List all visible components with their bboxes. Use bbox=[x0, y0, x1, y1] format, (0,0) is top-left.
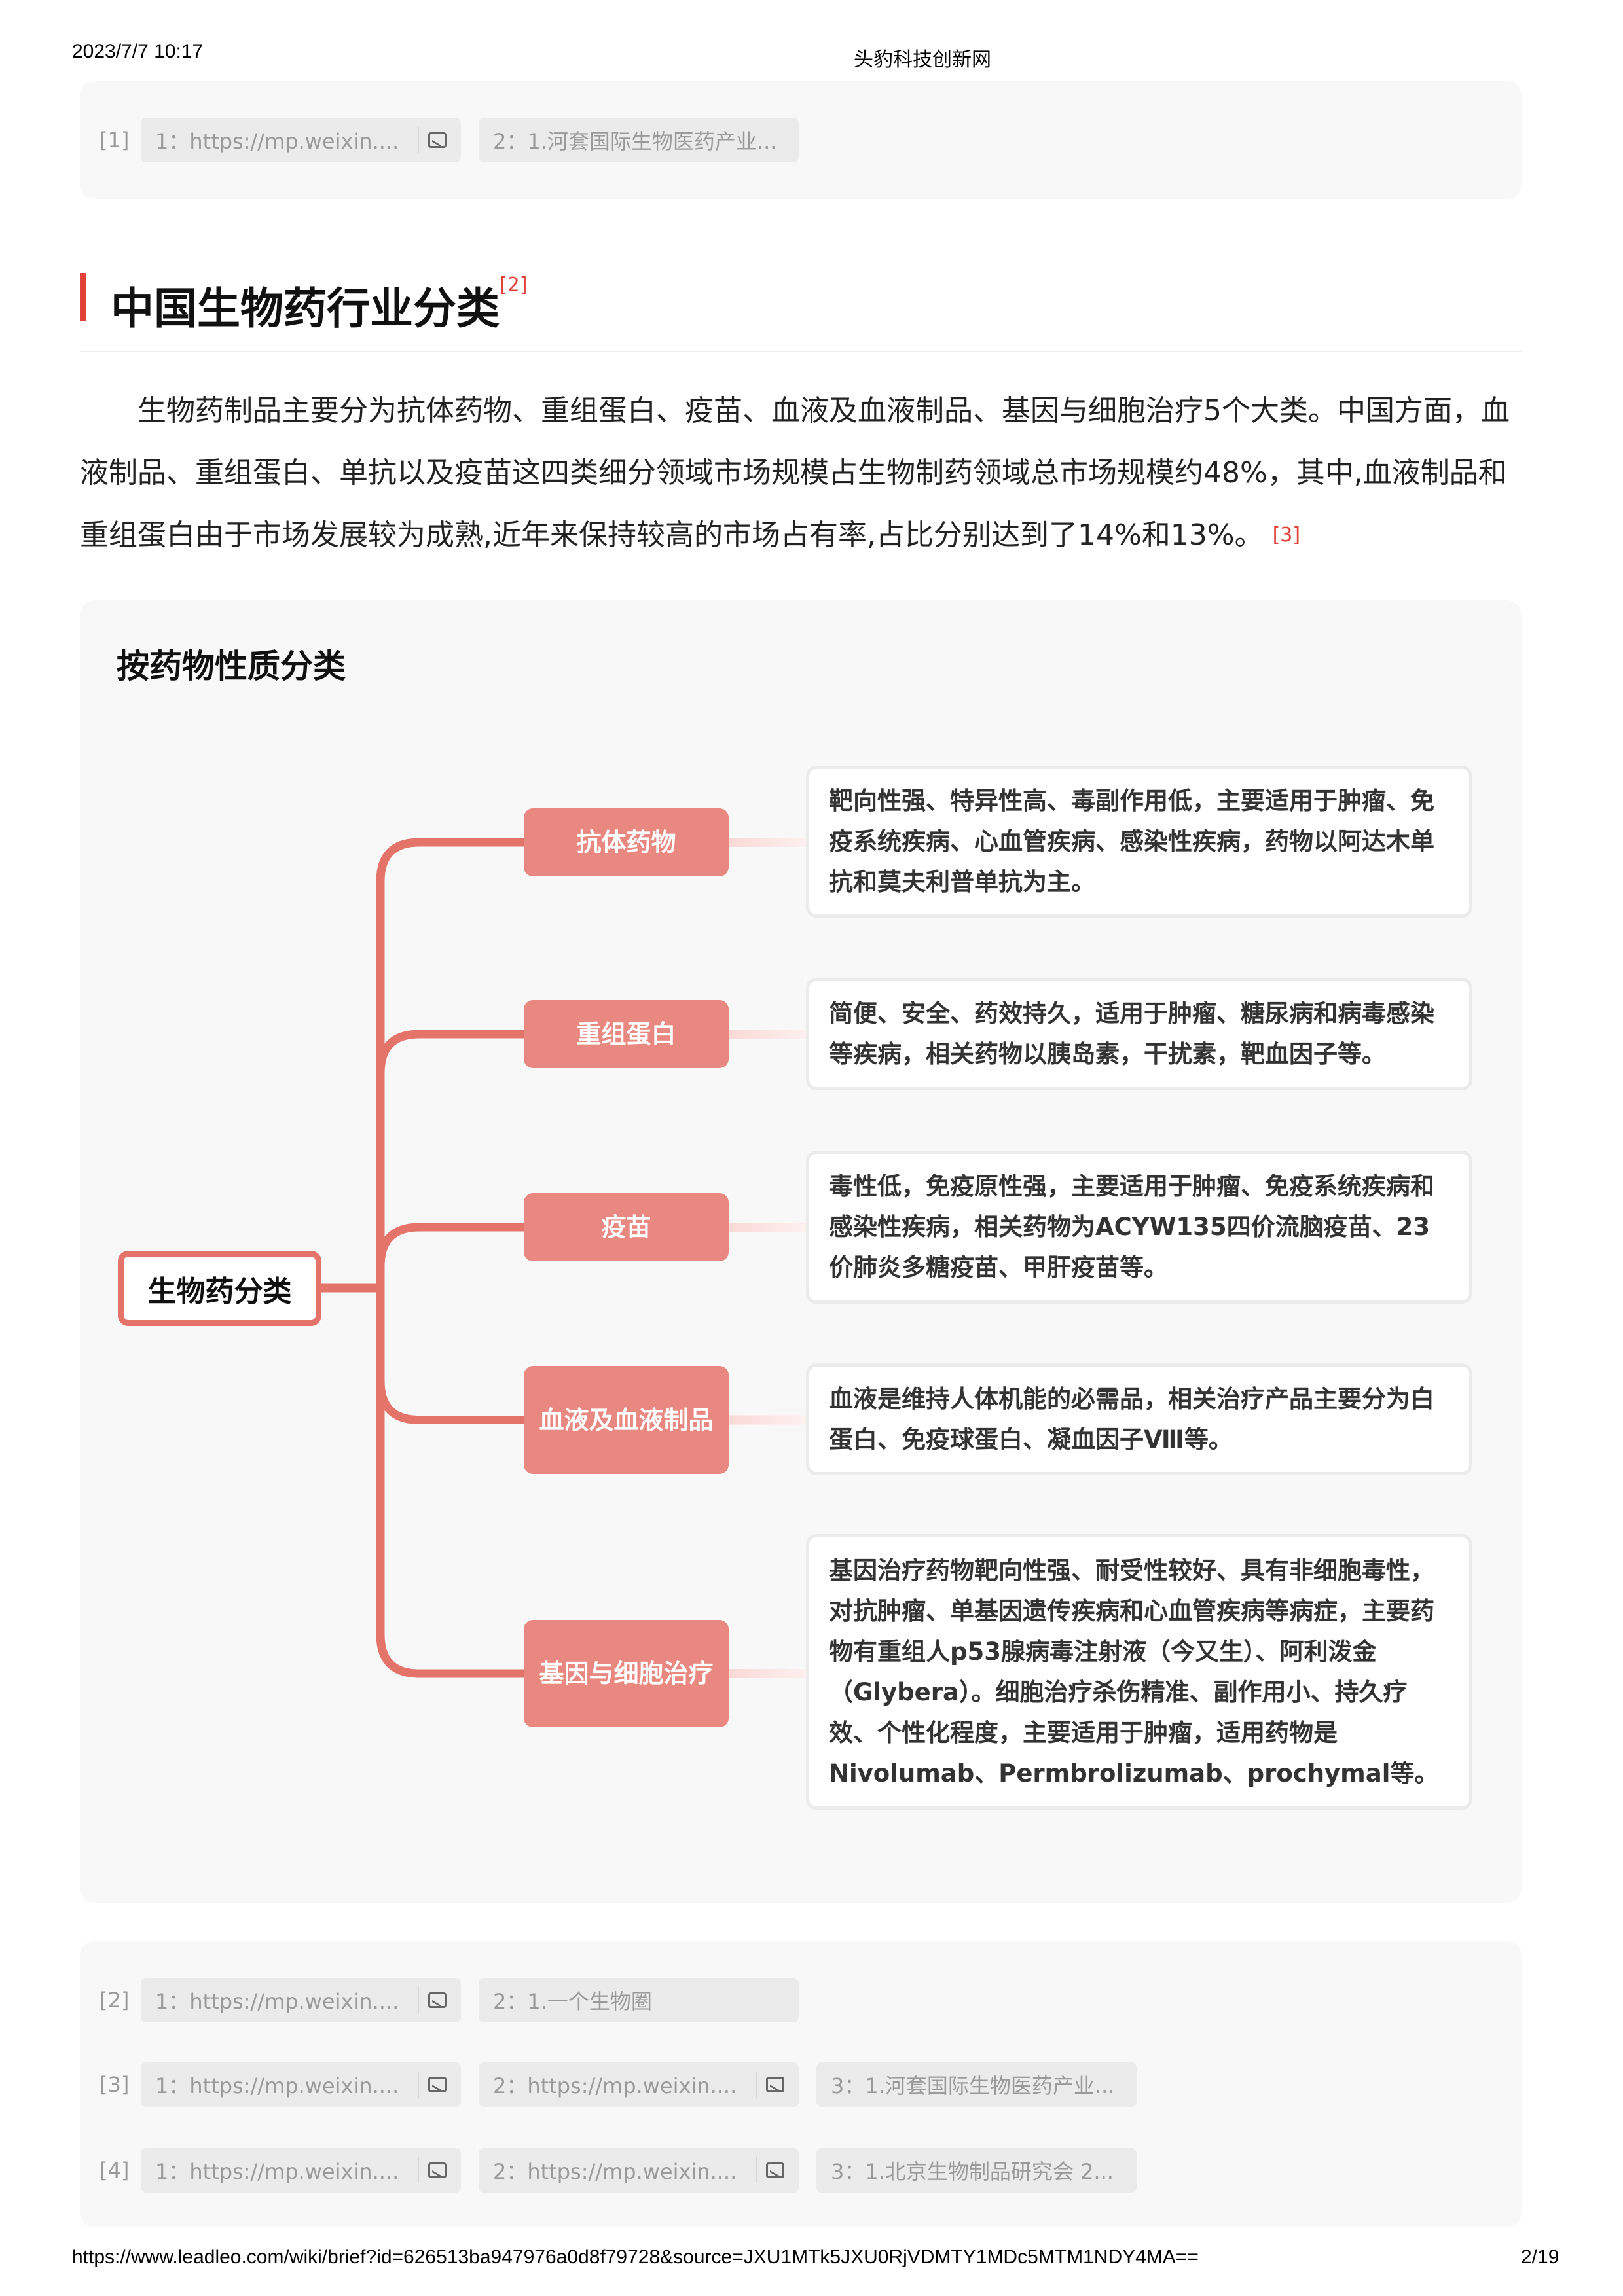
reference-number: [3] bbox=[100, 2072, 130, 2097]
reference-chip[interactable]: 3：1.北京生物制品研究会 2... bbox=[816, 2148, 1137, 2193]
page-number: 2/19 bbox=[1521, 2246, 1559, 2268]
reference-chip[interactable]: 2：1.一个生物圈 bbox=[479, 1978, 799, 2022]
branch-node: 重组蛋白 bbox=[524, 1000, 729, 1068]
mindmap-root-node: 生物药分类 bbox=[118, 1251, 321, 1326]
branch-connector bbox=[376, 1030, 524, 1288]
site-title: 头豹科技创新网 bbox=[854, 49, 991, 71]
section-title: 中国生物药行业分类[2] bbox=[111, 274, 528, 336]
print-datetime: 2023/7/7 10:17 bbox=[72, 41, 204, 62]
chip-separator bbox=[418, 2072, 419, 2098]
reference-chip-text: 3：1.北京生物制品研究会 2... bbox=[831, 2159, 1114, 2184]
reference-row: [3] 1：https://mp.weixin.... 2：https://mp.w… bbox=[100, 2062, 1137, 2107]
branch-description: 靶向性强、特异性高、毒副作用低，主要适用于肿瘤、免疫系统疾病、心血管疾病、感染性… bbox=[806, 766, 1472, 918]
leaf-connector bbox=[729, 1669, 806, 1678]
image-icon[interactable] bbox=[428, 2162, 447, 2178]
reference-box-top: [1]1：https://mp.weixin....2：1.河套国际生物医药产业… bbox=[80, 81, 1522, 199]
chip-separator bbox=[756, 2157, 757, 2183]
branch-connector bbox=[376, 1223, 524, 1288]
branch-node: 疫苗 bbox=[524, 1193, 729, 1261]
reference-row: [1]1：https://mp.weixin....2：1.河套国际生物医药产业… bbox=[100, 118, 799, 162]
branch-description-text: 靶向性强、特异性高、毒副作用低，主要适用于肿瘤、免疫系统疾病、心血管疾病、感染性… bbox=[829, 787, 1434, 896]
reference-chip[interactable]: 2：https://mp.weixin.... bbox=[479, 2062, 799, 2107]
reference-chip[interactable]: 2：https://mp.weixin.... bbox=[479, 2148, 799, 2193]
reference-chip-text: 2：1.一个生物圈 bbox=[493, 1989, 652, 2014]
reference-number: [2] bbox=[100, 1988, 130, 2013]
branch-description-text: 毒性低，免疫原性强，主要适用于肿瘤、免疫系统疾病和感染性疾病，相关药物为ACYW… bbox=[829, 1172, 1434, 1282]
branch-description-text: 简便、安全、药效持久，适用于肿瘤、糖尿病和病毒感染等疾病，相关药物以胰岛素，干扰… bbox=[829, 999, 1434, 1068]
chip-separator bbox=[418, 2157, 419, 2183]
branch-connector bbox=[376, 1288, 524, 1424]
reference-row: [2] 1：https://mp.weixin.... 2：1.一个生物圈 bbox=[100, 1978, 799, 2022]
reference-chip-text: 2：https://mp.weixin.... bbox=[493, 2159, 737, 2184]
leaf-connector bbox=[729, 1415, 806, 1425]
reference-chip[interactable]: 1：https://mp.weixin.... bbox=[141, 118, 461, 162]
image-icon[interactable] bbox=[428, 1992, 447, 2008]
chip-separator bbox=[756, 2072, 757, 2098]
section-accent-bar bbox=[80, 273, 86, 321]
leaf-connector bbox=[729, 838, 806, 847]
reference-chip-text: 1：https://mp.weixin.... bbox=[155, 2159, 399, 2184]
leaf-connector bbox=[729, 1030, 806, 1039]
citation-link[interactable]: [2] bbox=[500, 274, 528, 296]
reference-chip[interactable]: 1：https://mp.weixin.... bbox=[141, 2148, 461, 2193]
citation-link[interactable]: [3] bbox=[1272, 524, 1301, 547]
paragraph-text: 生物药制品主要分为抗体药物、重组蛋白、疫苗、血液及血液制品、基因与细胞治疗5个大… bbox=[80, 394, 1510, 552]
reference-chip[interactable]: 1：https://mp.weixin.... bbox=[141, 1978, 461, 2022]
reference-chip[interactable]: 3：1.河套国际生物医药产业... bbox=[816, 2062, 1137, 2107]
branch-description: 血液是维持人体机能的必需品，相关治疗产品主要分为白蛋白、免疫球蛋白、凝血因子Ⅷ等… bbox=[806, 1363, 1472, 1475]
image-icon[interactable] bbox=[766, 2077, 784, 2092]
branch-description: 毒性低，免疫原性强，主要适用于肿瘤、免疫系统疾病和感染性疾病，相关药物为ACYW… bbox=[806, 1151, 1472, 1304]
reference-chip-text: 1：https://mp.weixin.... bbox=[155, 1989, 399, 2014]
reference-row: [4] 1：https://mp.weixin.... 2：https://mp.w… bbox=[100, 2148, 1137, 2193]
image-icon[interactable] bbox=[428, 132, 447, 148]
reference-chip[interactable]: 1：https://mp.weixin.... bbox=[141, 2062, 461, 2107]
branch-description: 基因治疗药物靶向性强、耐受性较好、具有非细胞毒性，对抗肿瘤、单基因遗传疾病和心血… bbox=[806, 1534, 1472, 1810]
branch-connector bbox=[376, 838, 524, 1288]
branch-node: 基因与细胞治疗 bbox=[524, 1620, 729, 1727]
leaf-connector bbox=[729, 1223, 806, 1232]
branch-node: 抗体药物 bbox=[524, 808, 729, 876]
image-icon[interactable] bbox=[428, 2077, 447, 2092]
chip-separator bbox=[418, 127, 419, 153]
page-url: https://www.leadleo.com/wiki/brief?id=62… bbox=[72, 2246, 1199, 2268]
chip-separator bbox=[418, 1987, 419, 2013]
reference-box-bottom: [2] 1：https://mp.weixin.... 2：1.一个生物圈 [3] 1：… bbox=[80, 1941, 1522, 2227]
branch-description-text: 血液是维持人体机能的必需品，相关治疗产品主要分为白蛋白、免疫球蛋白、凝血因子Ⅷ等… bbox=[829, 1384, 1434, 1454]
image-icon[interactable] bbox=[766, 2162, 784, 2178]
reference-number: [4] bbox=[100, 2158, 130, 2183]
branch-node: 血液及血液制品 bbox=[524, 1366, 729, 1474]
section-title-text: 中国生物药行业分类 bbox=[111, 283, 500, 334]
divider bbox=[80, 351, 1522, 352]
reference-chip-text: 2：https://mp.weixin.... bbox=[493, 2073, 737, 2098]
branch-description: 简便、安全、药效持久，适用于肿瘤、糖尿病和病毒感染等疾病，相关药物以胰岛素，干扰… bbox=[806, 978, 1472, 1090]
diagram-title: 按药物性质分类 bbox=[117, 647, 346, 685]
reference-chip-text: 1：https://mp.weixin.... bbox=[155, 2073, 399, 2098]
branch-connector bbox=[376, 1288, 524, 1678]
reference-chip[interactable]: 2：1.河套国际生物医药产业... bbox=[479, 118, 799, 162]
reference-chip-text: 3：1.河套国际生物医药产业... bbox=[831, 2073, 1115, 2098]
body-paragraph: 生物药制品主要分为抗体药物、重组蛋白、疫苗、血液及血液制品、基因与细胞治疗5个大… bbox=[80, 380, 1522, 566]
branch-description-text: 基因治疗药物靶向性强、耐受性较好、具有非细胞毒性，对抗肿瘤、单基因遗传疾病和心血… bbox=[829, 1556, 1439, 1787]
